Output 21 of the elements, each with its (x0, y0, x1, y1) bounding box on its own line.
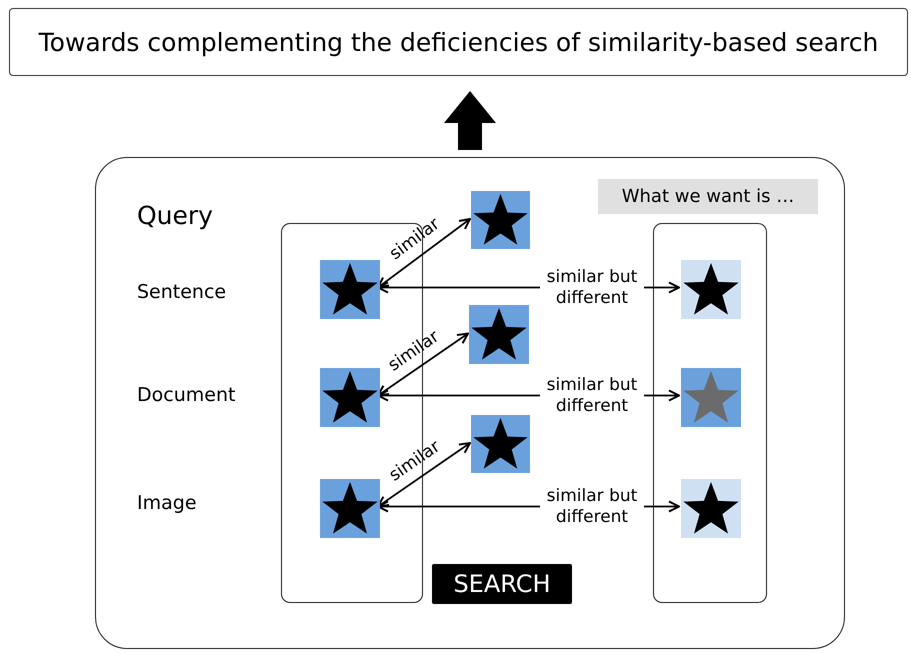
star-tile (681, 368, 741, 427)
star-tile (320, 260, 380, 319)
star-tile (471, 191, 530, 249)
column-heading: Query (137, 201, 213, 230)
rounded-panel (653, 223, 767, 603)
search-label-box: SEARCH (432, 564, 572, 604)
star-tile (471, 415, 530, 473)
row-label: Image (137, 492, 197, 514)
row-label: Sentence (137, 281, 226, 303)
row-label: Document (137, 384, 236, 406)
star-tile (681, 260, 741, 319)
double-arrow (377, 332, 469, 396)
star-tile (320, 479, 380, 538)
double-arrow (377, 218, 471, 288)
heading-box: Towards complementing the deficiencies of similarity-based search (9, 8, 908, 76)
block-arrow (444, 91, 496, 150)
star-tile (681, 479, 741, 538)
double-arrow (377, 442, 471, 508)
note-box: What we want is … (598, 179, 818, 214)
star-tile (320, 368, 380, 427)
star-tile (469, 305, 529, 364)
